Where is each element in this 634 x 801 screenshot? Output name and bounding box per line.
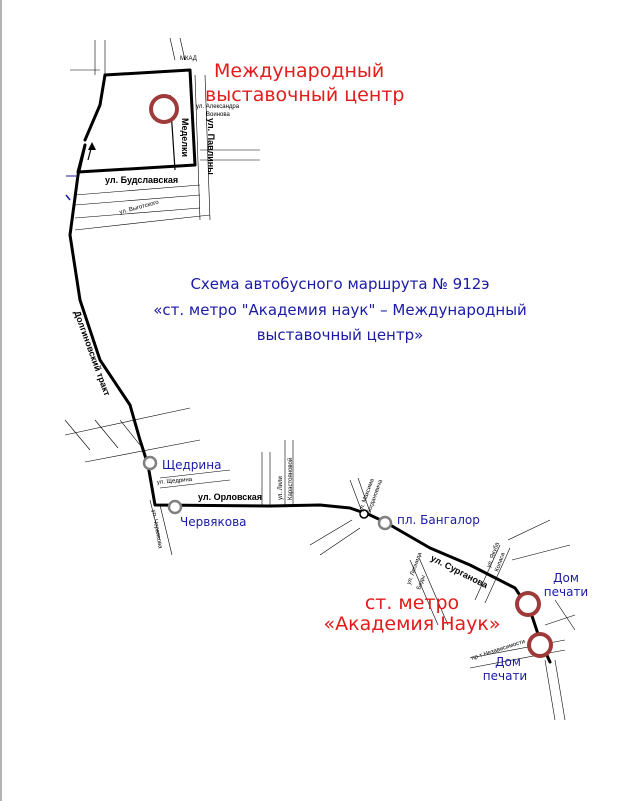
street-label-kuratovicha-2: Карастояновой — [287, 458, 294, 500]
terminal-dom-pechati-bottom — [527, 632, 553, 658]
stop-marker-bangalor — [377, 515, 393, 531]
street-label-chervyakova: ул. Червякова — [150, 509, 163, 549]
terminal-expo — [149, 94, 179, 124]
stop-marker-shchedrina — [142, 455, 158, 471]
street-label-kuratovicha-1: ул. Лили — [278, 476, 284, 500]
stop-label-dom-pechati-bottom-2: печати — [483, 669, 527, 683]
bus-route — [68, 68, 552, 664]
street-label-shchedrina: ул. Щедрина — [157, 477, 193, 486]
direction-arrows — [65, 142, 96, 201]
street-label-mkad: МКАД — [180, 56, 197, 62]
stop-label-dom-pechati-bottom-1: Дом — [495, 655, 521, 669]
expo-center-label-line1: Международный — [214, 60, 384, 82]
stop-label-dom-pechati-top-2: печати — [544, 585, 588, 599]
street-label-orlovskaya: ул. Орловская — [198, 492, 262, 502]
stop-label-shchedrina: Щедрина — [162, 458, 221, 472]
map-title-line1: Схема автобусного маршрута № 912э — [190, 275, 489, 293]
metro-label-line1: ст. метро — [365, 592, 459, 614]
stop-label-bangalor: пл. Бангалор — [397, 513, 480, 527]
metro-label-line2: «Академия Наук» — [324, 613, 501, 635]
street-label-budslavskaya: ул. Будславская — [105, 175, 178, 185]
map-title-line2: «ст. метро "Академия наук" – Международн… — [153, 301, 527, 319]
street-label-voinova-2: Воинова — [206, 112, 230, 118]
street-label-medelki: Меделки — [180, 118, 190, 157]
expo-center-label-line2: выставочный центр — [205, 84, 404, 106]
junction-marker — [359, 509, 369, 519]
street-label-vygotskogo: ул. Выготского — [119, 200, 160, 216]
map-title-line3: выставочный центр» — [257, 326, 424, 344]
stop-label-dom-pechati-top-1: Дом — [553, 571, 579, 585]
terminal-dom-pechati-top — [515, 591, 541, 617]
stop-marker-chervyakova — [167, 499, 183, 515]
street-label-voinova-1: ул. Александра — [196, 104, 240, 110]
stop-label-chervyakova: Червякова — [180, 515, 247, 529]
street-label-dolginovsky: Долгиновский тракт — [72, 309, 112, 397]
street-label-pavlina: ул. Павлины — [206, 118, 216, 175]
street-label-deniskovicha-2: Беды — [416, 575, 427, 591]
